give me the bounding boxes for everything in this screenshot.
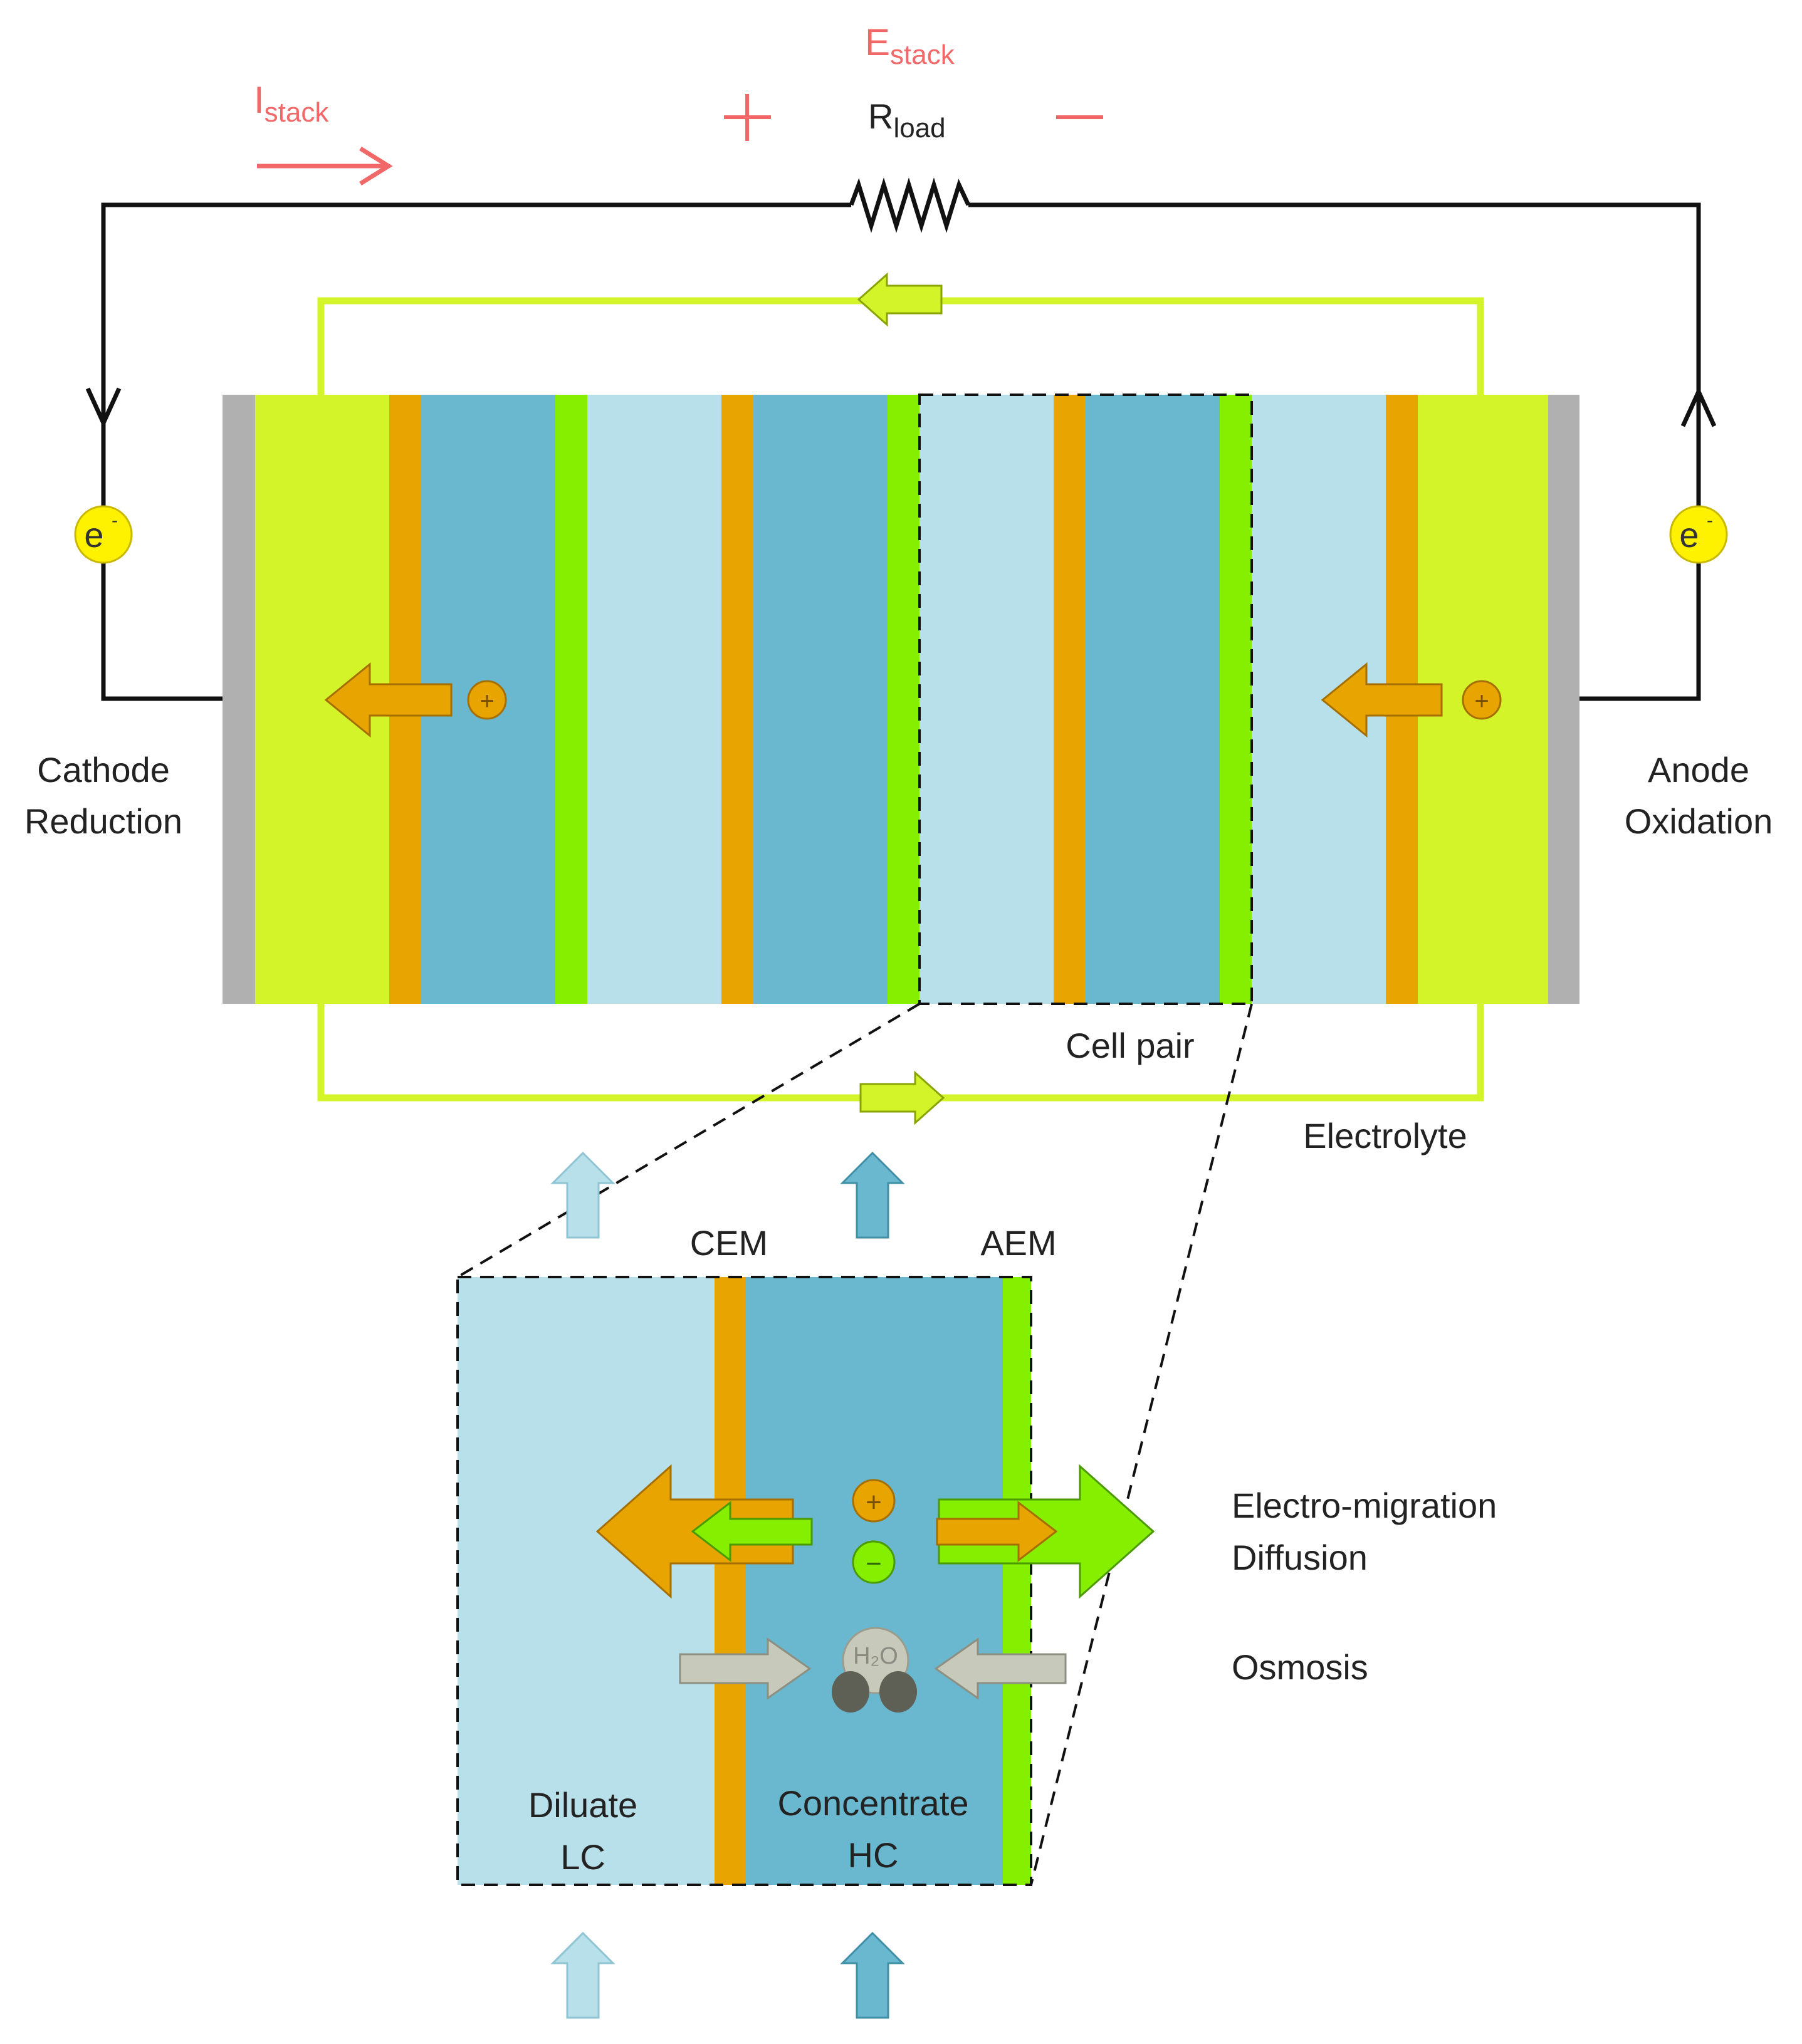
cathode-electrode [223,395,255,1004]
anion-icon [852,1540,896,1584]
load-resistor [849,177,971,233]
cem-label: CEM [690,1223,768,1263]
cation-symbol: + [1474,687,1489,715]
hydrogen-atom [832,1671,869,1713]
aem-label: AEM [980,1223,1056,1263]
stack-aem-3 [1220,395,1252,1004]
cation-flux-arrow-icon [324,662,453,738]
concentrate-compartment-3 [1086,395,1220,1004]
osmosis-right-arrow-icon [934,1637,1067,1700]
cell-pair-detail [456,1276,1032,1886]
concentrate-sub-label: HC [848,1835,899,1875]
arrowhead-down-icon [85,387,122,429]
cation-flux-arrow-icon [1321,662,1443,738]
electron-icon [1669,505,1728,564]
cation-symbol: + [866,1487,882,1518]
diluate-compartment-2 [919,395,1054,1004]
diluate-compartment-1 [587,395,721,1004]
electron-symbol: e [84,515,103,555]
electron-left: e - [74,505,133,564]
diffusion-label: Diffusion [1232,1538,1368,1577]
external-circuit [85,177,1717,701]
diluate-sub-label: LC [560,1837,605,1877]
stack [223,395,1579,1004]
voltage-label: Estack [865,21,955,70]
electron-icon [74,505,133,564]
zoom-line-left [456,1003,921,1278]
anion-diffusion-arrow-icon [691,1500,813,1563]
cation-icon [467,680,507,720]
diluate-inlet-arrow-icon [550,1931,616,2019]
electron-right: e - [1669,505,1728,564]
circuit-wire-left [101,202,851,701]
stack-aem-2 [888,395,919,1004]
stack-cation-flux-right: + [1321,662,1502,738]
hydrogen-atom [879,1671,917,1713]
anode-label: Anode [1648,750,1749,790]
cell-pair-outline [918,394,1253,1005]
load-label: Rload [868,96,946,143]
water-molecule-icon: H₂O [832,1627,917,1713]
stack-cem-3 [1054,395,1086,1004]
voltage-annotation: Estack [724,21,1103,141]
arrowhead-up-icon [1680,386,1717,427]
current-annotation: Istack [254,79,393,185]
circuit-wire-right [968,202,1701,701]
current-label: Istack [254,79,329,128]
stack-cation-flux-left: + [324,662,507,738]
concentrate-outlet-arrow-icon [840,1151,905,1239]
electromigration-label: Electro-migration [1232,1486,1497,1525]
concentrate-label: Concentrate [777,1783,968,1823]
electrolyte-loop-top [317,297,1484,395]
concentrate-compartment-2 [753,395,888,1004]
current-arrow-icon [359,147,393,185]
electrolyte-label: Electrolyte [1303,1116,1467,1155]
cation-symbol: + [479,687,494,715]
electron-superscript: - [1707,510,1713,531]
diluate-label: Diluate [528,1785,637,1825]
stack-aem-1 [555,395,587,1004]
concentrate-inlet-arrow-icon [840,1931,905,2019]
osmosis-left-arrow-icon [679,1637,812,1700]
diluate-outlet-arrow-icon [550,1151,616,1239]
electrolyte-flow-left-arrow-icon [857,272,943,327]
cathode-label: Cathode [37,750,170,790]
cem-membrane [715,1277,746,1885]
zoom-line-right [1030,1003,1253,1885]
cation-diffusion-arrow-icon [936,1500,1058,1563]
anode-electrode [1548,395,1579,1004]
cell-pair-label: Cell pair [1066,1026,1194,1065]
cation-icon [852,1479,896,1523]
cation-icon [1462,680,1502,720]
anion-symbol: − [866,1548,882,1579]
water-label: H₂O [853,1643,898,1669]
electron-superscript: - [112,510,118,531]
detail-outline [456,1276,1032,1886]
aem-membrane [1003,1277,1031,1885]
cathode-reaction-label: Reduction [24,801,182,841]
diluate-compartment [458,1277,715,1885]
osmosis-label: Osmosis [1232,1647,1368,1687]
electron-symbol: e [1679,515,1699,555]
anode-reaction-label: Oxidation [1625,801,1773,841]
electrolyte-flow-right-arrow-icon [859,1070,945,1125]
stack-cem-2 [721,395,753,1004]
